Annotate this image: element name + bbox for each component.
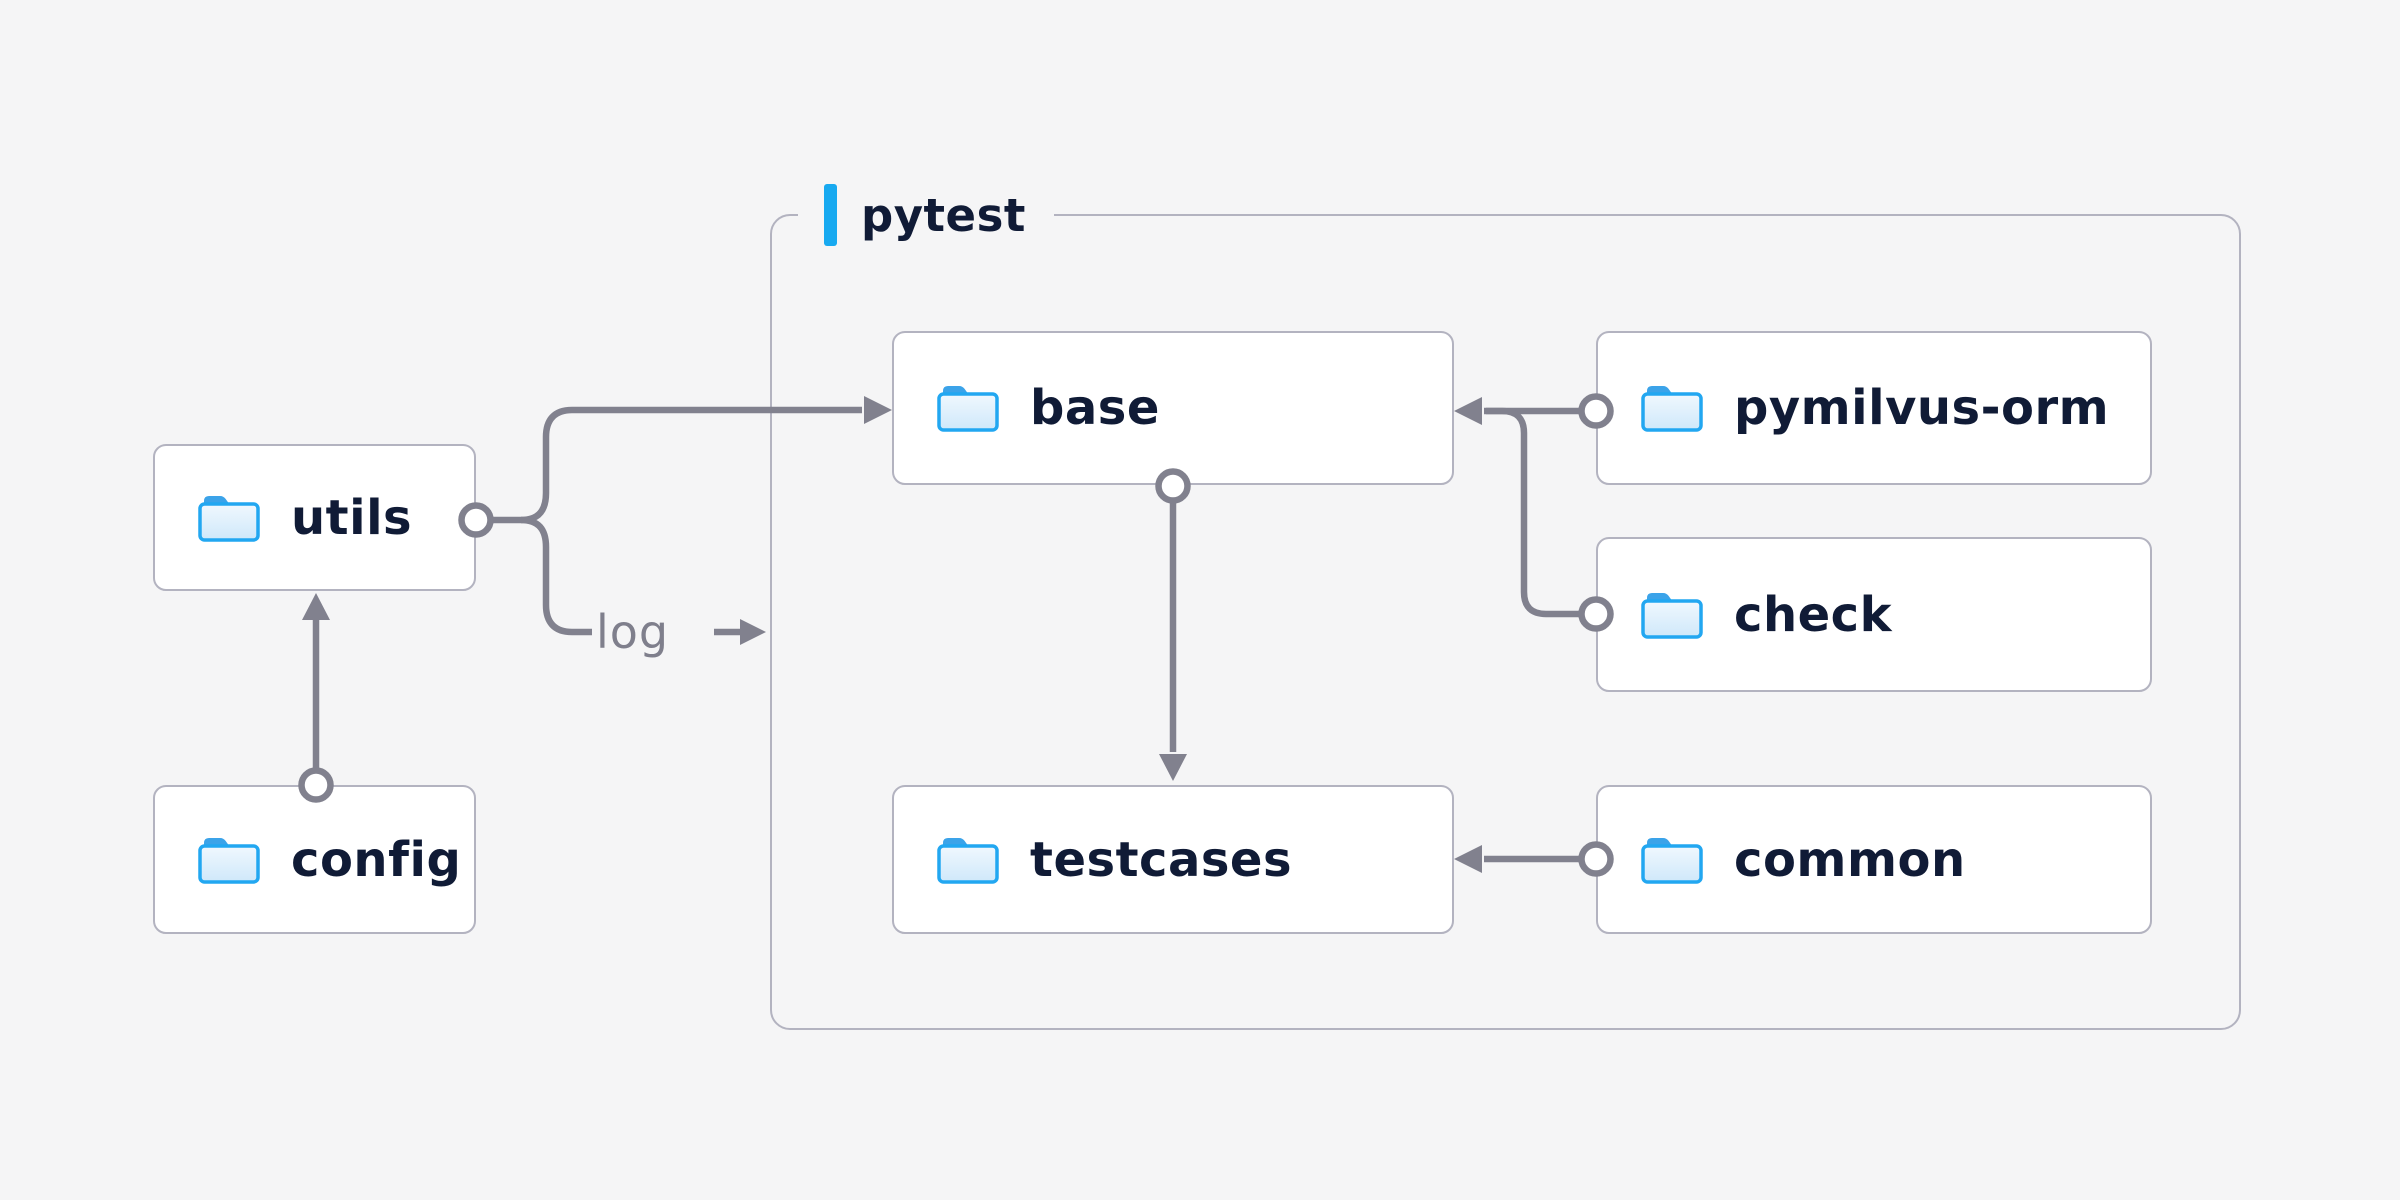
folder-icon — [937, 386, 999, 432]
node-utils: utils — [153, 444, 476, 591]
folder-icon — [198, 837, 260, 884]
folder-icon — [1641, 592, 1703, 639]
folder-icon — [937, 837, 999, 884]
node-pymilvus-orm: pymilvus-orm — [1596, 331, 2152, 485]
folder-icon — [198, 495, 260, 542]
node-label: config — [291, 831, 462, 888]
node-label: utils — [291, 489, 413, 546]
node-check: check — [1596, 537, 2152, 692]
node-label: common — [1734, 831, 1966, 888]
node-label: pymilvus-orm — [1734, 380, 2110, 436]
folder-icon — [1641, 386, 1703, 432]
node-testcases: testcases — [892, 785, 1454, 934]
folder-icon — [1641, 837, 1703, 884]
node-config: config — [153, 785, 476, 934]
edge-config-utils — [298, 593, 334, 803]
pytest-group-container — [770, 214, 2241, 1030]
node-label: check — [1734, 586, 1893, 643]
node-label: base — [1030, 380, 1160, 436]
node-base: base — [892, 331, 1454, 485]
accent-bar — [824, 184, 837, 246]
edge-label-log: log — [596, 605, 670, 659]
pytest-group-label: pytest — [798, 176, 1054, 254]
pytest-group-label-text: pytest — [861, 188, 1026, 242]
node-label: testcases — [1030, 831, 1293, 888]
node-common: common — [1596, 785, 2152, 934]
